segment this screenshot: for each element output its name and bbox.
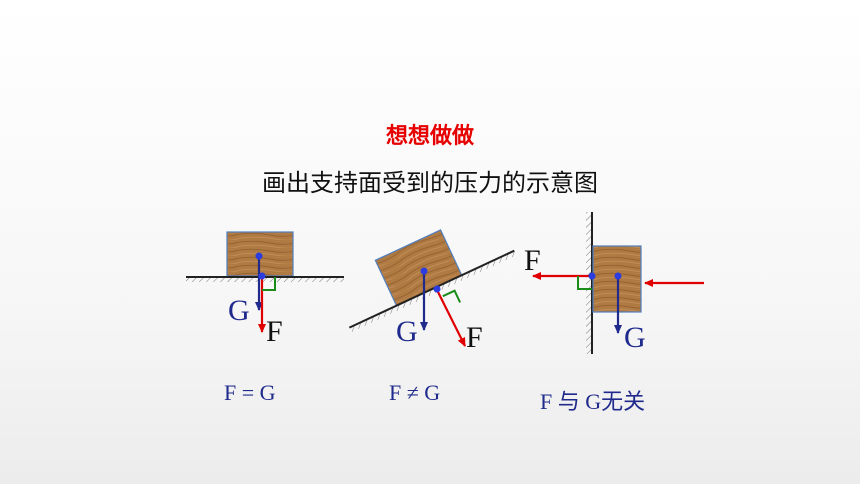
label-F: F — [524, 244, 541, 277]
wall-hatch — [586, 212, 592, 354]
center-dot — [614, 272, 622, 280]
pressure-arrow — [436, 289, 466, 347]
contact-dot — [588, 272, 596, 280]
diagram-horizontal: G F — [186, 231, 344, 348]
right-angle-mark — [442, 289, 461, 303]
relation-horizontal: F = G — [224, 380, 276, 405]
label-F: F — [466, 321, 483, 354]
relation-wall: F 与 G无关 — [540, 389, 646, 414]
center-dot — [420, 267, 428, 275]
contact-dot — [258, 272, 266, 280]
right-angle-mark — [262, 277, 276, 291]
label-G: G — [624, 321, 646, 354]
slide-title: 想想做做 — [385, 124, 474, 149]
diagram-wall: F G — [524, 212, 704, 354]
contact-dot — [433, 285, 441, 293]
center-dot — [255, 252, 263, 260]
incline-line — [348, 249, 515, 329]
label-G: G — [228, 294, 250, 327]
relation-incline: F ≠ G — [389, 380, 441, 405]
incline-hatch — [349, 250, 517, 333]
slide-subtitle: 画出支持面受到的压力的示意图 — [262, 169, 598, 197]
label-F: F — [266, 315, 283, 348]
right-angle-mark — [577, 276, 592, 290]
ground-hatch — [186, 277, 344, 282]
label-G: G — [396, 315, 418, 348]
diagram-incline: G F — [348, 229, 517, 354]
